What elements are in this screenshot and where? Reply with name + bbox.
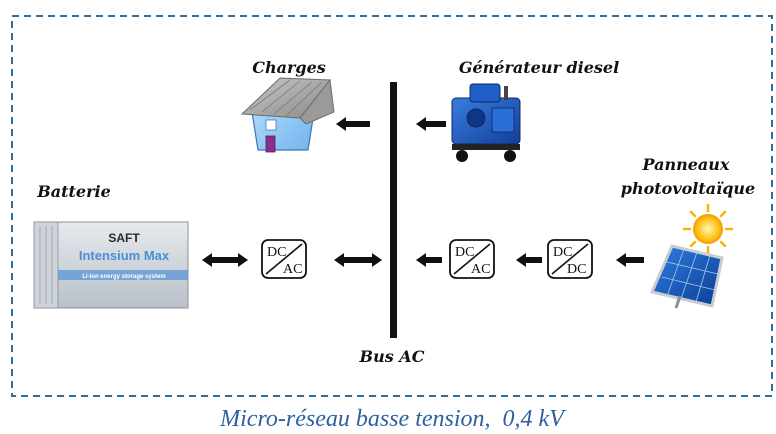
converter-pv-dcdc: DC DC	[547, 239, 593, 279]
arrow-battery-inverter-bidirectional	[202, 253, 248, 267]
converter-battery-inverter: DC AC	[261, 239, 307, 279]
label-generator: Générateur diesel	[459, 58, 619, 77]
diesel-generator-icon	[451, 83, 521, 162]
frame-border	[11, 15, 773, 397]
battery-tagline: Li-ion energy storage system	[82, 274, 165, 280]
label-bus: Bus AC	[359, 347, 425, 366]
arrow-pv-inverter-to-bus	[416, 253, 442, 267]
label-pv-line2: photovoltaïque	[621, 179, 755, 198]
arrow-generator-to-bus	[416, 117, 446, 131]
pv-dcdc-out: DC	[567, 262, 586, 277]
label-charges: Charges	[252, 58, 326, 77]
pv-inverter-out: AC	[471, 262, 490, 277]
arrow-dcdc-to-inverter	[516, 253, 542, 267]
pv-inverter-in: DC	[455, 245, 474, 260]
pv-dcdc-in: DC	[553, 245, 572, 260]
converter-pv-inverter: DC AC	[449, 239, 495, 279]
solar-panel-icon	[649, 203, 734, 309]
battery-brand: SAFT	[108, 231, 140, 245]
label-pv-line1: Panneaux	[642, 155, 730, 174]
label-battery: Batterie	[36, 182, 111, 201]
ac-bus-line	[390, 82, 397, 338]
battery-container-icon: SAFT Intensium Max Li-ion energy storage…	[33, 221, 189, 309]
arrow-bus-inverter-bidirectional	[334, 253, 382, 267]
sun-icon	[682, 203, 734, 255]
house-icon	[240, 77, 335, 153]
arrow-bus-to-charges	[336, 117, 370, 131]
battery-inverter-out: AC	[283, 262, 302, 277]
caption: Micro-réseau basse tension, 0,4 kV	[219, 406, 566, 432]
battery-inverter-in: DC	[267, 245, 286, 260]
arrow-pv-to-dcdc	[616, 253, 644, 267]
battery-model: Intensium Max	[79, 248, 170, 263]
